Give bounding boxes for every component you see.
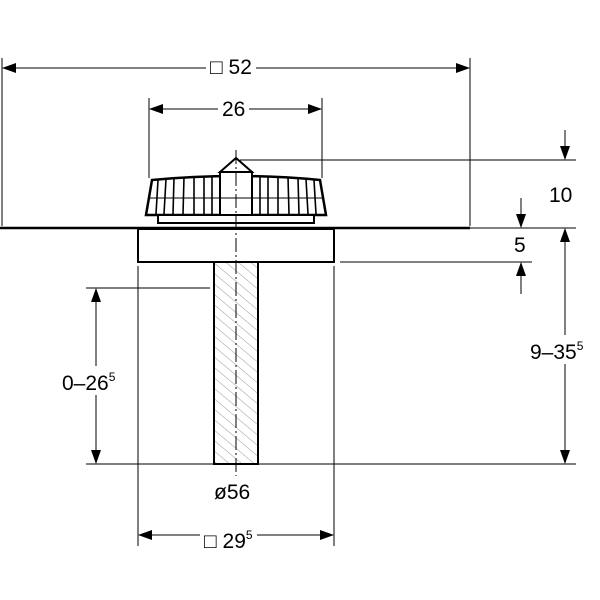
label-pipe-diameter: ø56: [210, 482, 255, 504]
label-overall-width: □ 52: [206, 57, 256, 79]
label-strainer-width: 26: [218, 99, 250, 121]
square-symbol: □: [210, 56, 223, 79]
label-flange-thickness: 5: [510, 235, 530, 257]
square-symbol: □: [204, 530, 217, 553]
label-flange-width: □ 295: [200, 524, 257, 553]
label-total-height: 9–355: [526, 335, 588, 364]
value: 52: [228, 56, 252, 79]
value: 0–26: [62, 372, 109, 395]
value: 29: [222, 530, 246, 553]
label-pipe-extension: 0–265: [58, 366, 120, 395]
superscript: 5: [576, 339, 584, 353]
label-strainer-height: 10: [545, 185, 577, 207]
superscript: 5: [245, 528, 253, 542]
superscript: 5: [108, 370, 116, 384]
value: 9–35: [530, 341, 577, 364]
